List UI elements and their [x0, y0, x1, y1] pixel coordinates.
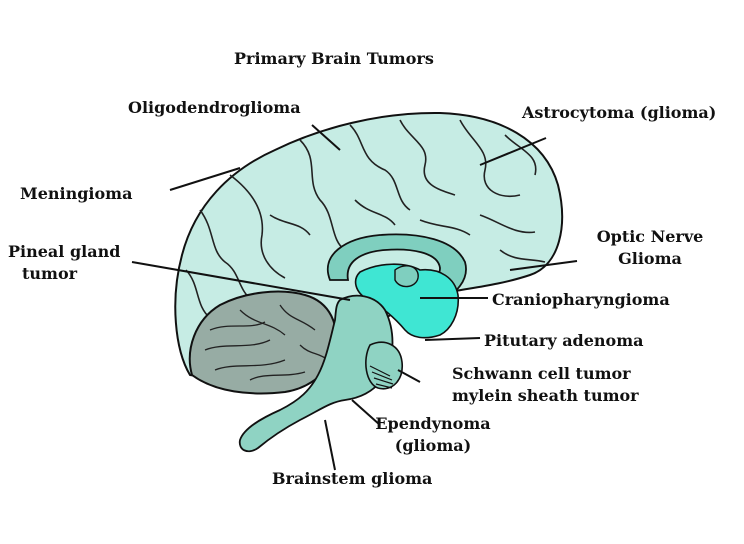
third-ventricle — [394, 265, 419, 288]
leader-lines — [131, 124, 578, 471]
label-ependymoma-line2: (glioma) — [394, 436, 472, 455]
label-optic-line2: Glioma — [618, 249, 682, 268]
cerebellum-folia — [204, 304, 329, 381]
label-pineal-line1: Pineal gland — [8, 242, 121, 261]
label-schwann-line1: Schwann cell tumor — [452, 364, 631, 383]
label-meningioma: Meningioma — [20, 184, 133, 203]
label-craniopharyngioma: Craniopharyngioma — [492, 290, 670, 309]
label-brainstem-glioma: Brainstem glioma — [272, 469, 433, 488]
label-astrocytoma: Astrocytoma (glioma) — [522, 103, 717, 122]
label-ependymoma-line1: Ependynoma — [375, 414, 491, 433]
label-optic-line1: Optic Nerve — [596, 227, 704, 246]
pons — [365, 341, 403, 390]
label-oligodendroglioma: Oligodendroglioma — [128, 98, 301, 117]
label-pituitary-adenoma: Pitutary adenoma — [484, 331, 644, 350]
label-schwann-line2: mylein sheath tumor — [452, 386, 639, 405]
label-pineal-line2: tumor — [22, 264, 78, 283]
schwann-nerve — [369, 365, 394, 389]
diagram-title: Primary Brain Tumors — [234, 49, 434, 68]
